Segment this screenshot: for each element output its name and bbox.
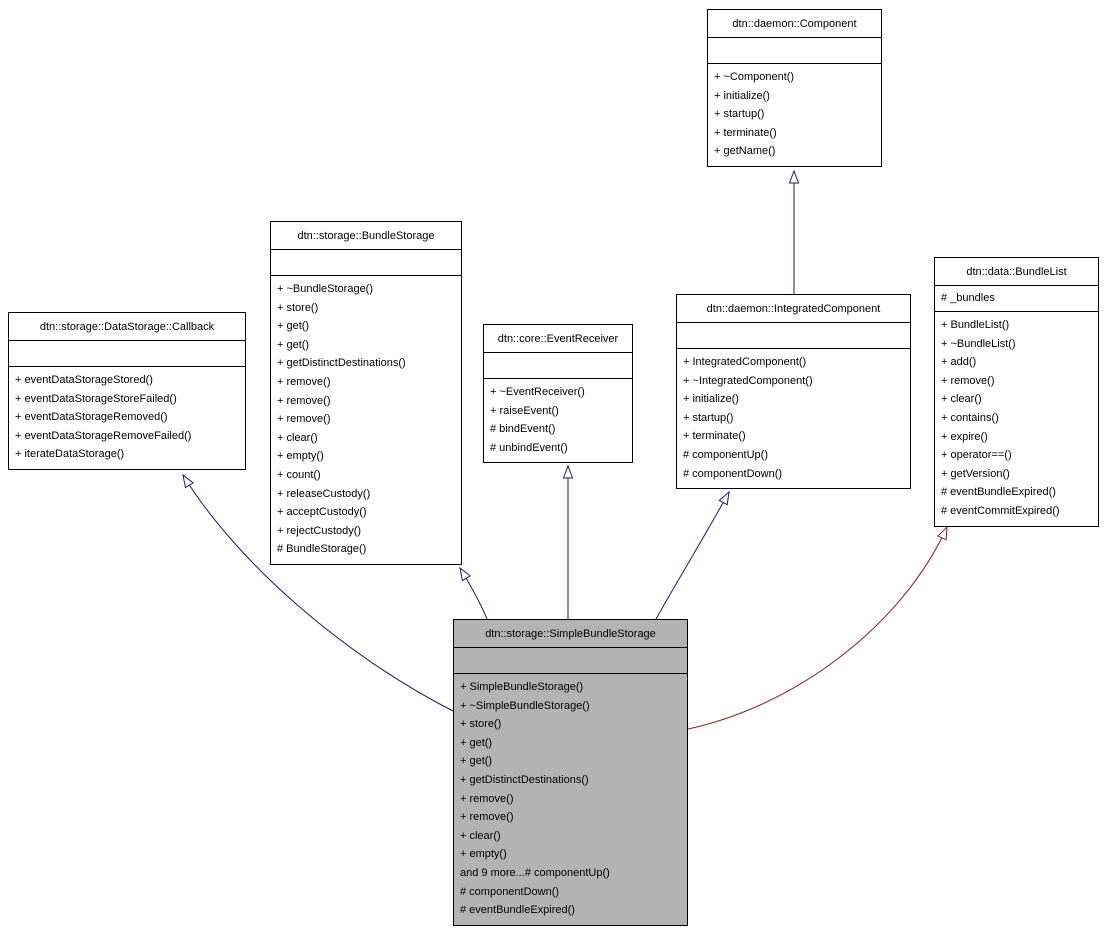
- member-row: + getName(): [714, 145, 776, 158]
- member-row: # unbindEvent(): [490, 441, 568, 454]
- member-row: + add(): [941, 356, 977, 369]
- member-row: + initialize(): [683, 393, 739, 406]
- class-attributes: [677, 323, 910, 349]
- member-row: + empty(): [460, 848, 507, 861]
- class-methods: + IntegratedComponent() + ~IntegratedComp…: [677, 349, 910, 488]
- member-row: + get(): [277, 338, 310, 351]
- member-row: + eventDataStorageStoreFailed(): [15, 392, 177, 405]
- member-row: + operator==(): [941, 449, 1012, 462]
- class-box-eventreceiver[interactable]: dtn::core::EventReceiver + ~EventReceive…: [483, 324, 633, 464]
- member-row: + iterateDataStorage(): [15, 448, 125, 461]
- member-row: # eventBundleExpired(): [941, 486, 1056, 499]
- member-row: # componentDown(): [683, 467, 783, 480]
- class-title: dtn::core::EventReceiver: [484, 325, 632, 353]
- class-title: dtn::data::BundleList: [935, 258, 1098, 286]
- member-row: + getVersion(): [941, 467, 1010, 480]
- member-row: + empty(): [277, 450, 324, 463]
- member-row: + eventDataStorageRemoved(): [15, 411, 168, 424]
- member-row: and 9 more...# componentUp(): [460, 866, 610, 879]
- member-row: + eventDataStorageStored(): [15, 374, 153, 386]
- class-methods: + ~Component() + initialize() + startup() +…: [708, 64, 881, 166]
- member-row: + acceptCustody(): [277, 506, 367, 519]
- member-row: + SimpleBundleStorage(): [460, 681, 584, 693]
- member-row: + get(): [460, 755, 493, 768]
- member-row: + eventDataStorageRemoveFailed(): [15, 429, 192, 442]
- member-row: + ~EventReceiver(): [490, 386, 585, 398]
- member-row: + remove(): [460, 811, 514, 824]
- member-row: + store(): [460, 718, 502, 731]
- member-row: + initialize(): [714, 89, 770, 102]
- class-attributes: # _bundles: [935, 286, 1098, 312]
- member-row: + raiseEvent(): [490, 404, 559, 417]
- class-title: dtn::daemon::IntegratedComponent: [677, 295, 910, 323]
- member-row: + remove(): [277, 375, 331, 388]
- member-row: + expire(): [941, 430, 988, 443]
- member-row: + ~BundleStorage(): [277, 283, 374, 295]
- edge-simplebundlestorage-to-integratedcomponent: [655, 490, 730, 620]
- member-row: + IntegratedComponent(): [683, 356, 807, 368]
- member-row: # _bundles: [941, 292, 995, 304]
- class-title: dtn::storage::BundleStorage: [271, 222, 461, 250]
- class-methods: + BundleList() + ~BundleList() + add() + re…: [935, 312, 1098, 526]
- member-row: + terminate(): [683, 430, 746, 443]
- member-row: + releaseCustody(): [277, 487, 371, 500]
- class-attributes: [454, 648, 687, 674]
- member-row: + getDistinctDestinations(): [277, 357, 406, 370]
- member-row: # eventCommitExpired(): [941, 504, 1060, 517]
- member-row: + ~IntegratedComponent(): [683, 374, 813, 387]
- member-row: + getDistinctDestinations(): [460, 773, 589, 786]
- member-row: + store(): [277, 301, 319, 314]
- member-row: + terminate(): [714, 126, 777, 139]
- member-row: + remove(): [460, 792, 514, 805]
- edge-simplebundlestorage-to-bundlestorage: [459, 566, 488, 620]
- member-row: + ~SimpleBundleStorage(): [460, 699, 590, 712]
- class-attributes: [708, 38, 881, 64]
- member-row: # bindEvent(): [490, 423, 556, 436]
- member-row: + remove(): [277, 413, 331, 426]
- member-row: + remove(): [277, 394, 331, 407]
- class-attributes: [484, 353, 632, 379]
- class-box-callback[interactable]: dtn::storage::DataStorage::Callback + ev…: [8, 312, 246, 470]
- member-row: + get(): [277, 320, 310, 333]
- class-box-simplebundlestorage: dtn::storage::SimpleBundleStorage + Simp…: [453, 619, 688, 926]
- member-row: + startup(): [683, 411, 734, 424]
- member-row: # componentUp(): [683, 448, 768, 461]
- member-row: # eventBundleExpired(): [460, 904, 575, 917]
- member-row: + clear(): [277, 431, 318, 444]
- class-title: dtn::daemon::Component: [708, 10, 881, 38]
- member-row: + get(): [460, 736, 493, 749]
- member-row: + clear(): [460, 829, 501, 842]
- member-row: + BundleList(): [941, 319, 1010, 331]
- class-attributes: [271, 250, 461, 276]
- member-row: + clear(): [941, 393, 982, 406]
- member-row: + ~BundleList(): [941, 337, 1016, 350]
- class-title: dtn::storage::DataStorage::Callback: [9, 313, 245, 341]
- class-methods: + ~BundleStorage() + store() + get() + get(…: [271, 276, 461, 564]
- member-row: + startup(): [714, 108, 765, 121]
- class-methods: + SimpleBundleStorage() + ~SimpleBundleSt…: [454, 674, 687, 925]
- class-title: dtn::storage::SimpleBundleStorage: [454, 620, 687, 648]
- member-row: # componentDown(): [460, 885, 560, 898]
- member-row: + remove(): [941, 374, 995, 387]
- class-box-bundlestorage[interactable]: dtn::storage::BundleStorage + ~BundleSto…: [270, 221, 462, 565]
- member-row: + contains(): [941, 411, 999, 424]
- class-box-integratedcomponent[interactable]: dtn::daemon::IntegratedComponent + Integ…: [676, 294, 911, 490]
- member-row: + rejectCustody(): [277, 524, 362, 537]
- member-row: + count(): [277, 468, 321, 481]
- member-row: + ~Component(): [714, 71, 795, 83]
- class-methods: + ~EventReceiver() + raiseEvent() # bindEv…: [484, 379, 632, 462]
- class-methods: + eventDataStorageStored() + eventDataSto…: [9, 367, 245, 469]
- member-row: # BundleStorage(): [277, 543, 367, 556]
- edge-simplebundlestorage-to-bundlelist: [687, 525, 948, 730]
- class-attributes: [9, 341, 245, 367]
- class-box-component[interactable]: dtn::daemon::Component + ~Component()+ i…: [707, 9, 882, 167]
- class-box-bundlelist[interactable]: dtn::data::BundleList # _bundles + Bundl…: [934, 257, 1099, 527]
